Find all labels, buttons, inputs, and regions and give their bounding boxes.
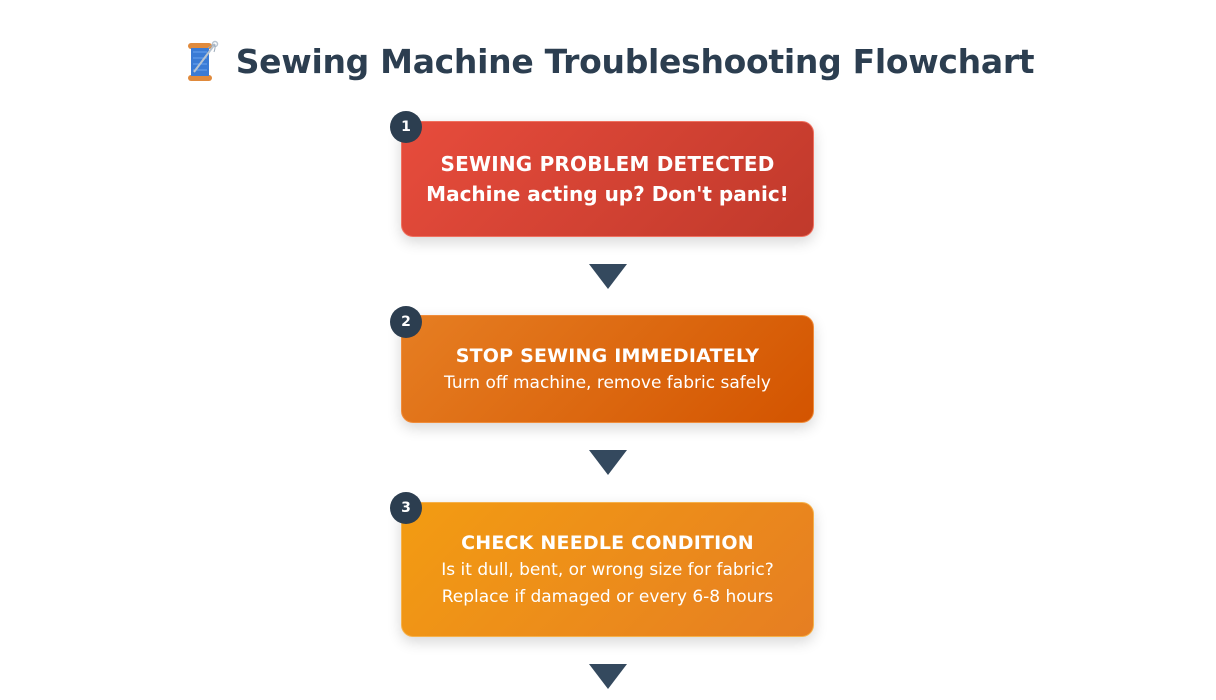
- step-description: Is it dull, bent, or wrong size for fabr…: [441, 559, 774, 580]
- down-arrow-icon: [589, 264, 627, 289]
- page-title: Sewing Machine Troubleshooting Flowchart: [235, 41, 1035, 81]
- step-heading: CHECK NEEDLE CONDITION: [461, 531, 754, 554]
- page-header: Sewing Machine Troubleshooting Flowchart: [0, 38, 1216, 84]
- down-arrow-icon: [589, 450, 627, 475]
- flowchart-step-problem-detected: SEWING PROBLEM DETECTED Machine acting u…: [401, 121, 814, 237]
- thread-spool-icon: [182, 38, 222, 84]
- down-arrow-icon: [589, 664, 627, 689]
- step-description: Replace if damaged or every 6-8 hours: [441, 586, 774, 607]
- flowchart-step-stop-sewing: STOP SEWING IMMEDIATELY Turn off machine…: [401, 315, 814, 423]
- step-number-badge: 2: [390, 306, 422, 338]
- step-number-badge: 1: [390, 111, 422, 143]
- step-heading: STOP SEWING IMMEDIATELY: [455, 344, 760, 367]
- flowchart-step-check-needle: CHECK NEEDLE CONDITION Is it dull, bent,…: [401, 502, 814, 637]
- step-heading: SEWING PROBLEM DETECTED: [440, 152, 775, 176]
- step-number-badge: 3: [390, 492, 422, 524]
- step-description: Turn off machine, remove fabric safely: [444, 372, 771, 393]
- step-description: Machine acting up? Don't panic!: [426, 182, 789, 206]
